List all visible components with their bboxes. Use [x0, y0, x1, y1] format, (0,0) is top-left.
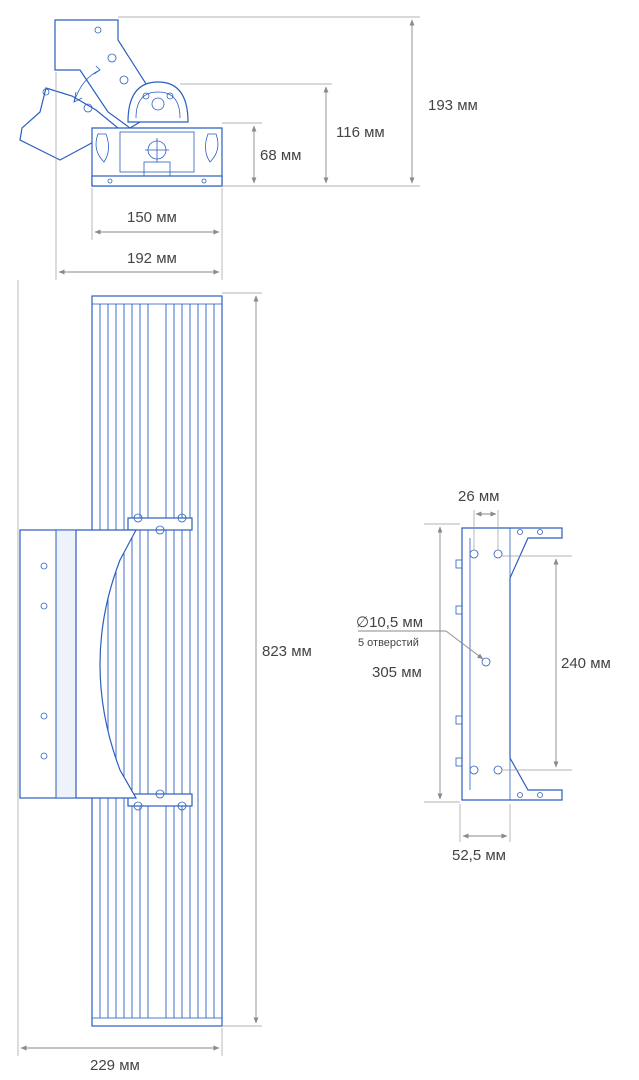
bracket-detail-part	[455, 527, 563, 801]
dim-label-240: 240 мм	[561, 655, 611, 672]
dim-label-68: 68 мм	[260, 147, 301, 164]
dim-label-193: 193 мм	[428, 97, 478, 114]
dim-label-116: 116 мм	[336, 124, 385, 141]
dim-label-52-5: 52,5 мм	[452, 847, 506, 864]
clamp-band-lower	[127, 789, 193, 811]
dim-label-hole-diameter: ∅10,5 мм	[356, 614, 423, 631]
front-mounting-bracket	[19, 529, 138, 799]
side-view: 193 мм 116 мм 68 мм 150 мм 192 мм	[19, 16, 478, 280]
pivot-hub	[127, 81, 189, 123]
dim-label-823: 823 мм	[262, 643, 312, 660]
dim-label-150: 150 мм	[127, 209, 177, 226]
dim-label-26: 26 мм	[458, 488, 499, 505]
dim-label-hole-count: 5 отверстий	[358, 637, 419, 649]
front-view: 823 мм 229 мм	[17, 280, 312, 1074]
dim-label-192: 192 мм	[127, 250, 177, 267]
bracket-view: 26 мм ∅10,5 мм 5 отверстий 305 мм 240 мм…	[356, 488, 611, 864]
hole-leader-arrow	[445, 630, 484, 660]
lamp-housing-section	[91, 127, 223, 187]
dim-label-229: 229 мм	[90, 1057, 140, 1074]
heatsink-body	[91, 295, 223, 1027]
dim-label-305: 305 мм	[372, 664, 422, 681]
clamp-band-upper	[127, 513, 193, 535]
